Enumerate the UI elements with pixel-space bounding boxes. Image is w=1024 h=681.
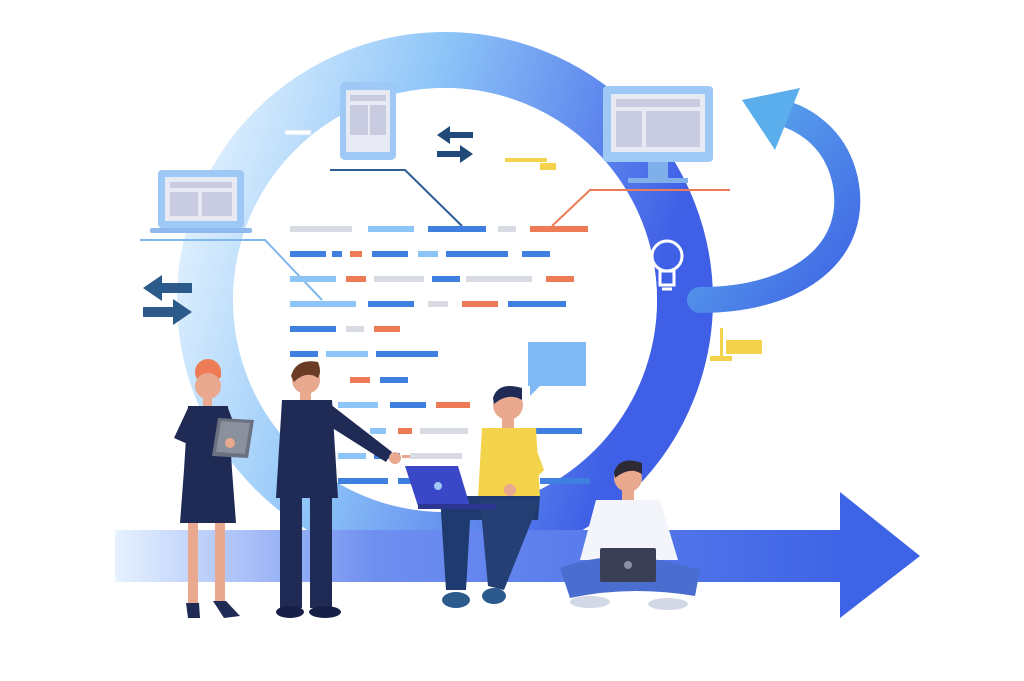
- man-sitting-with-laptop: [405, 385, 544, 608]
- man-cross-legged-with-laptop: [560, 460, 700, 610]
- laptop-icon: [600, 548, 656, 582]
- laptop-icon: [405, 466, 496, 509]
- decor-dash: [284, 129, 312, 136]
- woman-with-tablet: [174, 359, 254, 618]
- laptop-icon: [150, 170, 252, 233]
- swap-arrows-icon: [143, 275, 192, 325]
- speech-bubble-icon: [528, 342, 586, 396]
- tablet-icon: [212, 418, 254, 458]
- swap-arrows-icon: [437, 126, 473, 163]
- curved-arrow-icon: [687, 88, 861, 313]
- monitor-icon: [603, 86, 713, 183]
- code-lines: [290, 226, 590, 484]
- note-decor: [505, 158, 762, 361]
- man-pointing: [276, 361, 410, 618]
- tablet-icon: [340, 82, 396, 160]
- lightbulb-icon: [650, 239, 684, 291]
